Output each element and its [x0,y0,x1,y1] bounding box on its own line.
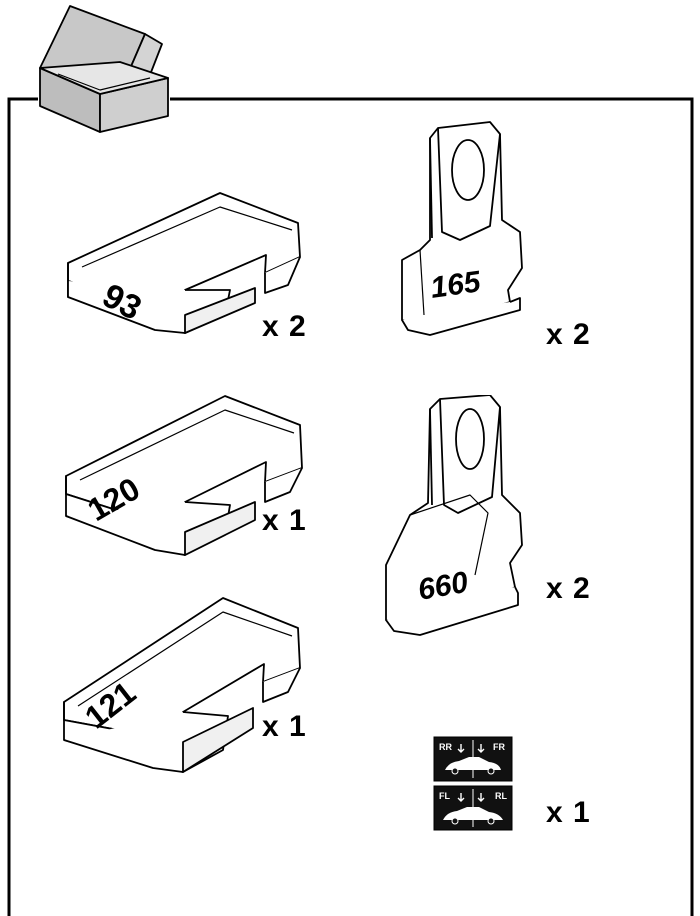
foot-165-label: 165 [428,265,483,305]
arrow-down-icon [457,793,465,802]
foot-165: 165 [401,121,523,336]
pad-93: 93 [67,192,301,334]
sticker-quantity: x 1 [546,796,591,829]
sticker-bottom-right: RL [495,791,507,801]
pad-121: 121 [63,597,301,773]
position-sticker: RR FR FL RL [433,736,513,831]
foot-660: 660 [385,395,523,636]
sticker-top-right: FR [493,742,505,752]
car-icon [443,807,503,820]
pad-120: 120 [65,395,303,556]
pad-121-quantity: x 1 [262,710,307,743]
arrow-down-icon [457,744,465,753]
pad-120-quantity: x 1 [262,504,307,537]
box-icon [39,5,169,133]
pad-93-quantity: x 2 [262,310,307,343]
arrow-down-icon [477,744,485,753]
sticker-bottom-left: FL [439,791,450,801]
sticker-top: RR FR [433,736,513,782]
foot-660-quantity: x 2 [546,572,591,605]
arrow-down-icon [477,793,485,802]
car-icon [445,757,501,770]
sticker-bottom: FL RL [433,785,513,831]
sticker-top-left: RR [439,742,452,752]
foot-165-quantity: x 2 [546,318,591,351]
